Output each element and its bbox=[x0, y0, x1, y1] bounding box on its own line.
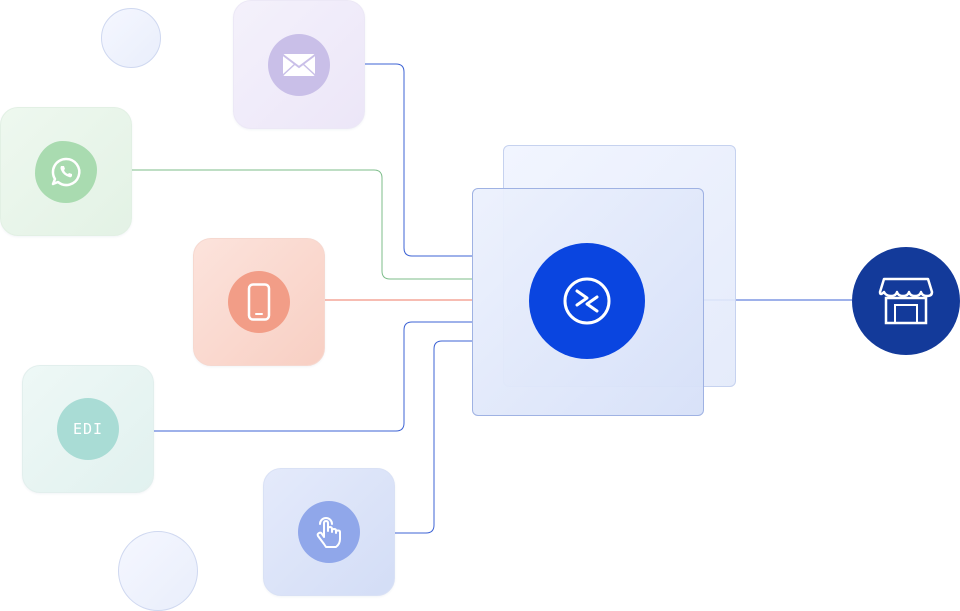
whatsapp-channel-tile bbox=[0, 107, 132, 236]
connector-email bbox=[363, 63, 472, 257]
email-channel-tile bbox=[233, 0, 365, 129]
storefront-icon bbox=[852, 247, 960, 355]
decorative-circle bbox=[118, 531, 198, 611]
mobile-phone-icon bbox=[228, 271, 290, 333]
decorative-circle bbox=[101, 8, 161, 68]
edi-channel-tile: EDI bbox=[22, 365, 154, 493]
edi-label: EDI bbox=[72, 420, 104, 438]
connector-whatsapp bbox=[130, 169, 472, 280]
edi-icon: EDI bbox=[57, 398, 119, 460]
envelope-icon bbox=[268, 33, 330, 96]
whatsapp-icon bbox=[35, 140, 97, 203]
touch-channel-tile bbox=[263, 468, 395, 596]
touch-hand-icon bbox=[298, 501, 360, 563]
connector-edi bbox=[152, 321, 472, 432]
mobile-channel-tile bbox=[193, 238, 325, 366]
connector-touch bbox=[393, 340, 472, 534]
brand-logo-icon bbox=[529, 243, 645, 359]
